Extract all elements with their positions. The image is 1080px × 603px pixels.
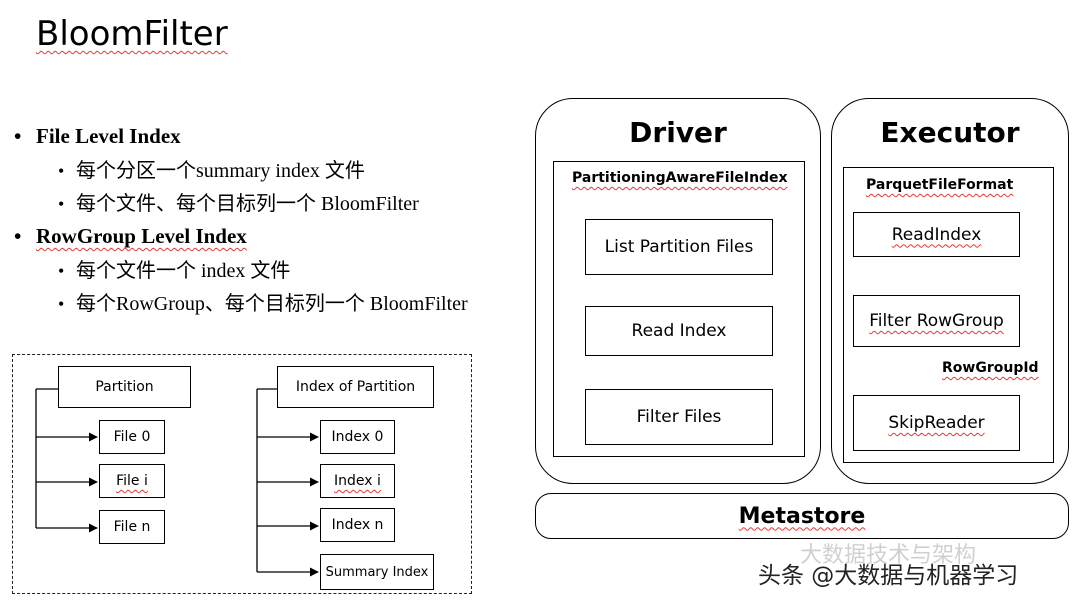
executor-title: Executor <box>880 116 1020 149</box>
sub-bullet: •每个RowGroup、每个目标列一个 BloomFilter <box>58 293 468 315</box>
parquet-file-format-title: ParquetFileFormat <box>866 177 1014 193</box>
filter-rowgroup-box: Filter RowGroup <box>853 295 1020 347</box>
index-i-box: Index i <box>320 464 395 498</box>
file-n-box: File n <box>99 510 165 544</box>
index-of-partition-box: Index of Partition <box>277 366 434 408</box>
index-structure-panel <box>12 354 472 594</box>
list-partition-files-box: List Partition Files <box>585 219 773 275</box>
bullet-rowgroup-level: •RowGroup Level Index <box>14 224 247 248</box>
page-title: BloomFilter <box>36 14 228 54</box>
index-0-box: Index 0 <box>320 420 395 454</box>
file-0-box: File 0 <box>99 420 165 454</box>
partitioning-aware-file-index-title: PartitioningAwareFileIndex <box>572 170 788 186</box>
bullet-label: RowGroup Level Index <box>36 224 247 248</box>
partition-box: Partition <box>58 366 191 408</box>
index-n-box: Index n <box>320 508 395 542</box>
rowgroupid-label: RowGroupId <box>942 360 1039 376</box>
skipreader-box: SkipReader <box>853 395 1020 451</box>
filter-files-box: Filter Files <box>585 389 773 445</box>
driver-title: Driver <box>629 116 727 149</box>
read-index-box: Read Index <box>585 306 773 356</box>
bullet-file-level: •File Level Index <box>14 124 181 148</box>
metastore-box: Metastore <box>535 493 1069 539</box>
sub-bullet: •每个分区一个summary index 文件 <box>58 160 365 182</box>
read-index-box: ReadIndex <box>853 212 1020 257</box>
bullet-label: File Level Index <box>36 124 181 148</box>
summary-index-box: Summary Index <box>320 554 434 590</box>
file-i-box: File i <box>99 464 165 498</box>
sub-bullet: •每个文件一个 index 文件 <box>58 260 291 282</box>
watermark: 头条 @大数据与机器学习 <box>758 563 1019 589</box>
sub-bullet: •每个文件、每个目标列一个 BloomFilter <box>58 193 419 215</box>
ghost-watermark: 大数据技术与架构 <box>800 543 977 568</box>
